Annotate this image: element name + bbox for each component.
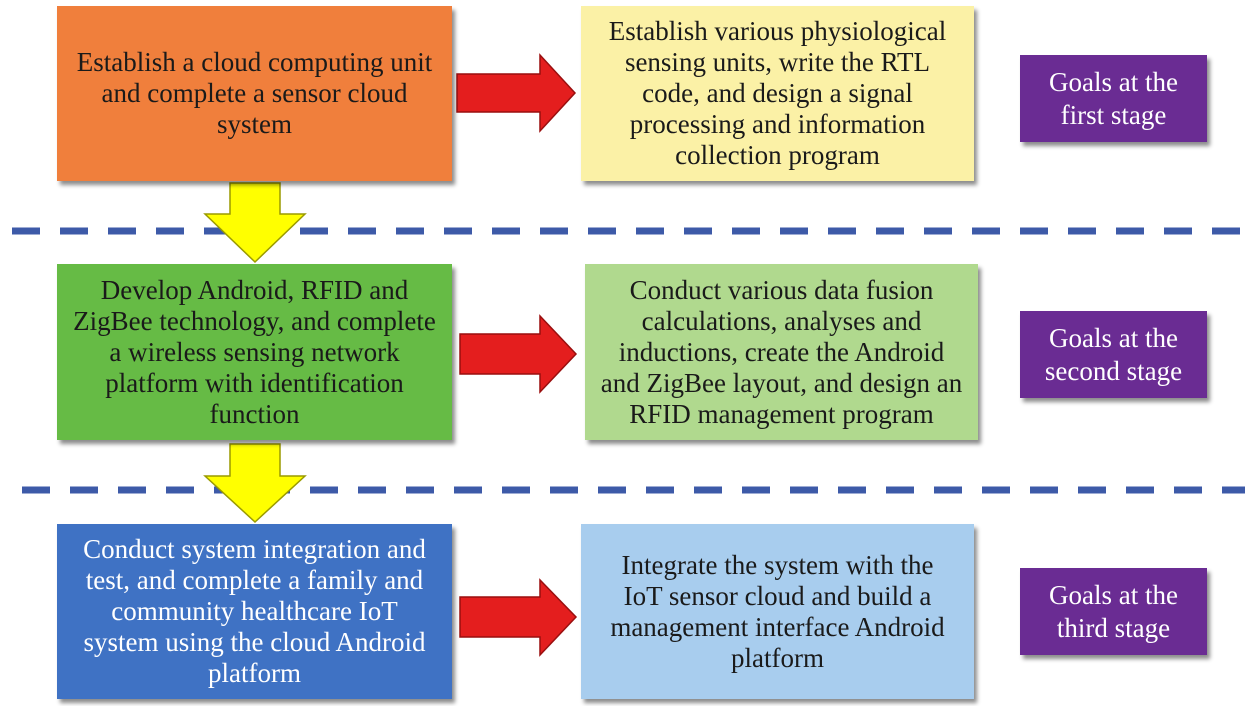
stage-1-goal-label: Goals at the first stage (1020, 55, 1207, 142)
stage-3-goal-text: Goals at the third stage (1049, 579, 1178, 643)
stage-1-left-text: Establish a cloud computing unit and com… (76, 47, 433, 139)
stage-1-right-text: Establish various physiological sensing … (608, 16, 947, 170)
right-arrow-stage-3 (459, 578, 578, 657)
stage-3-left-box: Conduct system integration and test, and… (57, 524, 452, 699)
down-arrow-stage-2-to-3 (203, 443, 307, 524)
stage-2-left-box: Develop Android, RFID and ZigBee technol… (57, 264, 452, 440)
right-arrow-stage-1 (456, 53, 577, 133)
stage-3-goal-label: Goals at the third stage (1020, 568, 1207, 655)
stage-2-goal-text: Goals at the second stage (1044, 322, 1183, 386)
stage-3-right-box: Integrate the system with the IoT sensor… (581, 524, 974, 699)
down-arrow-stage-1-to-2 (203, 182, 307, 264)
stage-2-left-text: Develop Android, RFID and ZigBee technol… (73, 274, 436, 429)
stage-1-goal-text: Goals at the first stage (1049, 66, 1178, 130)
stage-2-right-text: Conduct various data fusion calculations… (600, 274, 963, 429)
stage-3-right-text: Integrate the system with the IoT sensor… (610, 549, 945, 673)
stage-3-left-text: Conduct system integration and test, and… (83, 534, 426, 688)
stage-2-right-box: Conduct various data fusion calculations… (585, 264, 978, 440)
stage-1-right-box: Establish various physiological sensing … (581, 6, 974, 181)
stage-2-goal-label: Goals at the second stage (1020, 311, 1207, 398)
stage-1-left-box: Establish a cloud computing unit and com… (57, 6, 452, 181)
right-arrow-stage-2 (459, 314, 578, 394)
